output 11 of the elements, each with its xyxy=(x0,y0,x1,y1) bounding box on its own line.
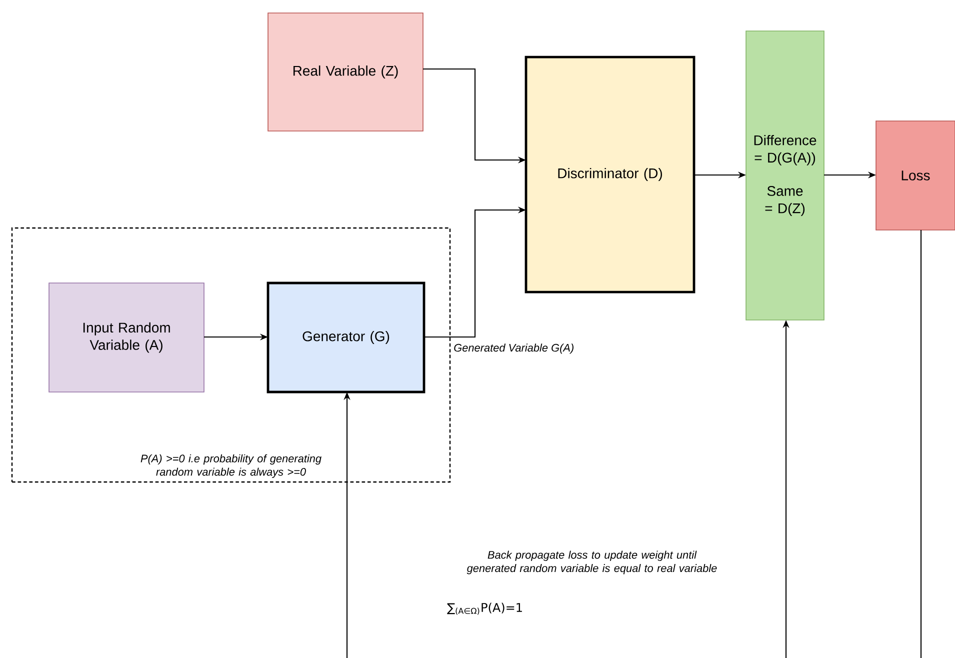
formula-text: ∑$_{(A∈Ω)}$P(A)=1 xyxy=(447,602,522,615)
process-box: Real Variable (Z) xyxy=(268,12,424,132)
note-text: Back propagate loss to update weight until generated random variable is equal to real variable xyxy=(466,550,717,574)
process-box: Generator (G) xyxy=(266,282,426,394)
note-text: P(A) >=0 i.e probability of generating random variable is always >=0 xyxy=(140,454,322,478)
edge-label: Generated Variable G(A) xyxy=(454,344,574,354)
dashed-group-box xyxy=(11,227,451,483)
process-box: Input Random Variable (A) xyxy=(48,282,204,392)
process-box: Loss xyxy=(876,120,955,230)
process-box: Discriminator (D) xyxy=(524,56,696,294)
process-box: Difference = D(G(A)) Same = D(Z) xyxy=(746,30,824,320)
